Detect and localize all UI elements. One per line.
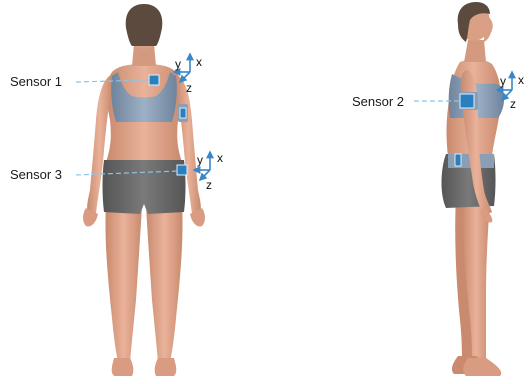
- sensor-2-z-label: z: [510, 97, 516, 111]
- sensor-1-z-label: z: [186, 81, 192, 95]
- sensor-1-x-label: x: [196, 55, 202, 69]
- sensor-2-marker: [460, 94, 474, 108]
- waist-sensor: [455, 154, 461, 166]
- sensor-3-z-label: z: [206, 178, 212, 192]
- side-face: [484, 14, 493, 42]
- sensor-2-label: Sensor 2: [352, 95, 404, 108]
- left-foot: [112, 358, 134, 376]
- sensor-2-x-label: x: [518, 73, 524, 87]
- left-leg: [105, 202, 142, 362]
- back-view-figure: x y z x y z: [76, 4, 223, 376]
- side-front-foot: [463, 358, 501, 376]
- sensor-3-y-label: y: [197, 153, 203, 167]
- sensor-3-label: Sensor 3: [10, 168, 62, 181]
- sensor-1-marker: [149, 75, 159, 85]
- sensor-3-x-label: x: [217, 151, 223, 165]
- sensor-1-label: Sensor 1: [10, 75, 62, 88]
- hair: [126, 4, 163, 46]
- sensor-2-y-label: y: [500, 74, 506, 88]
- right-foot: [155, 358, 177, 376]
- right-leg: [146, 202, 183, 362]
- sensor-3-axes: x y z: [194, 151, 223, 192]
- side-neck: [464, 40, 486, 62]
- side-view-figure: x y z: [414, 2, 524, 376]
- sensor-1-y-label: y: [175, 57, 181, 71]
- sensor-3-marker: [177, 165, 187, 175]
- arm-sensor: [180, 108, 186, 118]
- shorts-back: [103, 160, 186, 214]
